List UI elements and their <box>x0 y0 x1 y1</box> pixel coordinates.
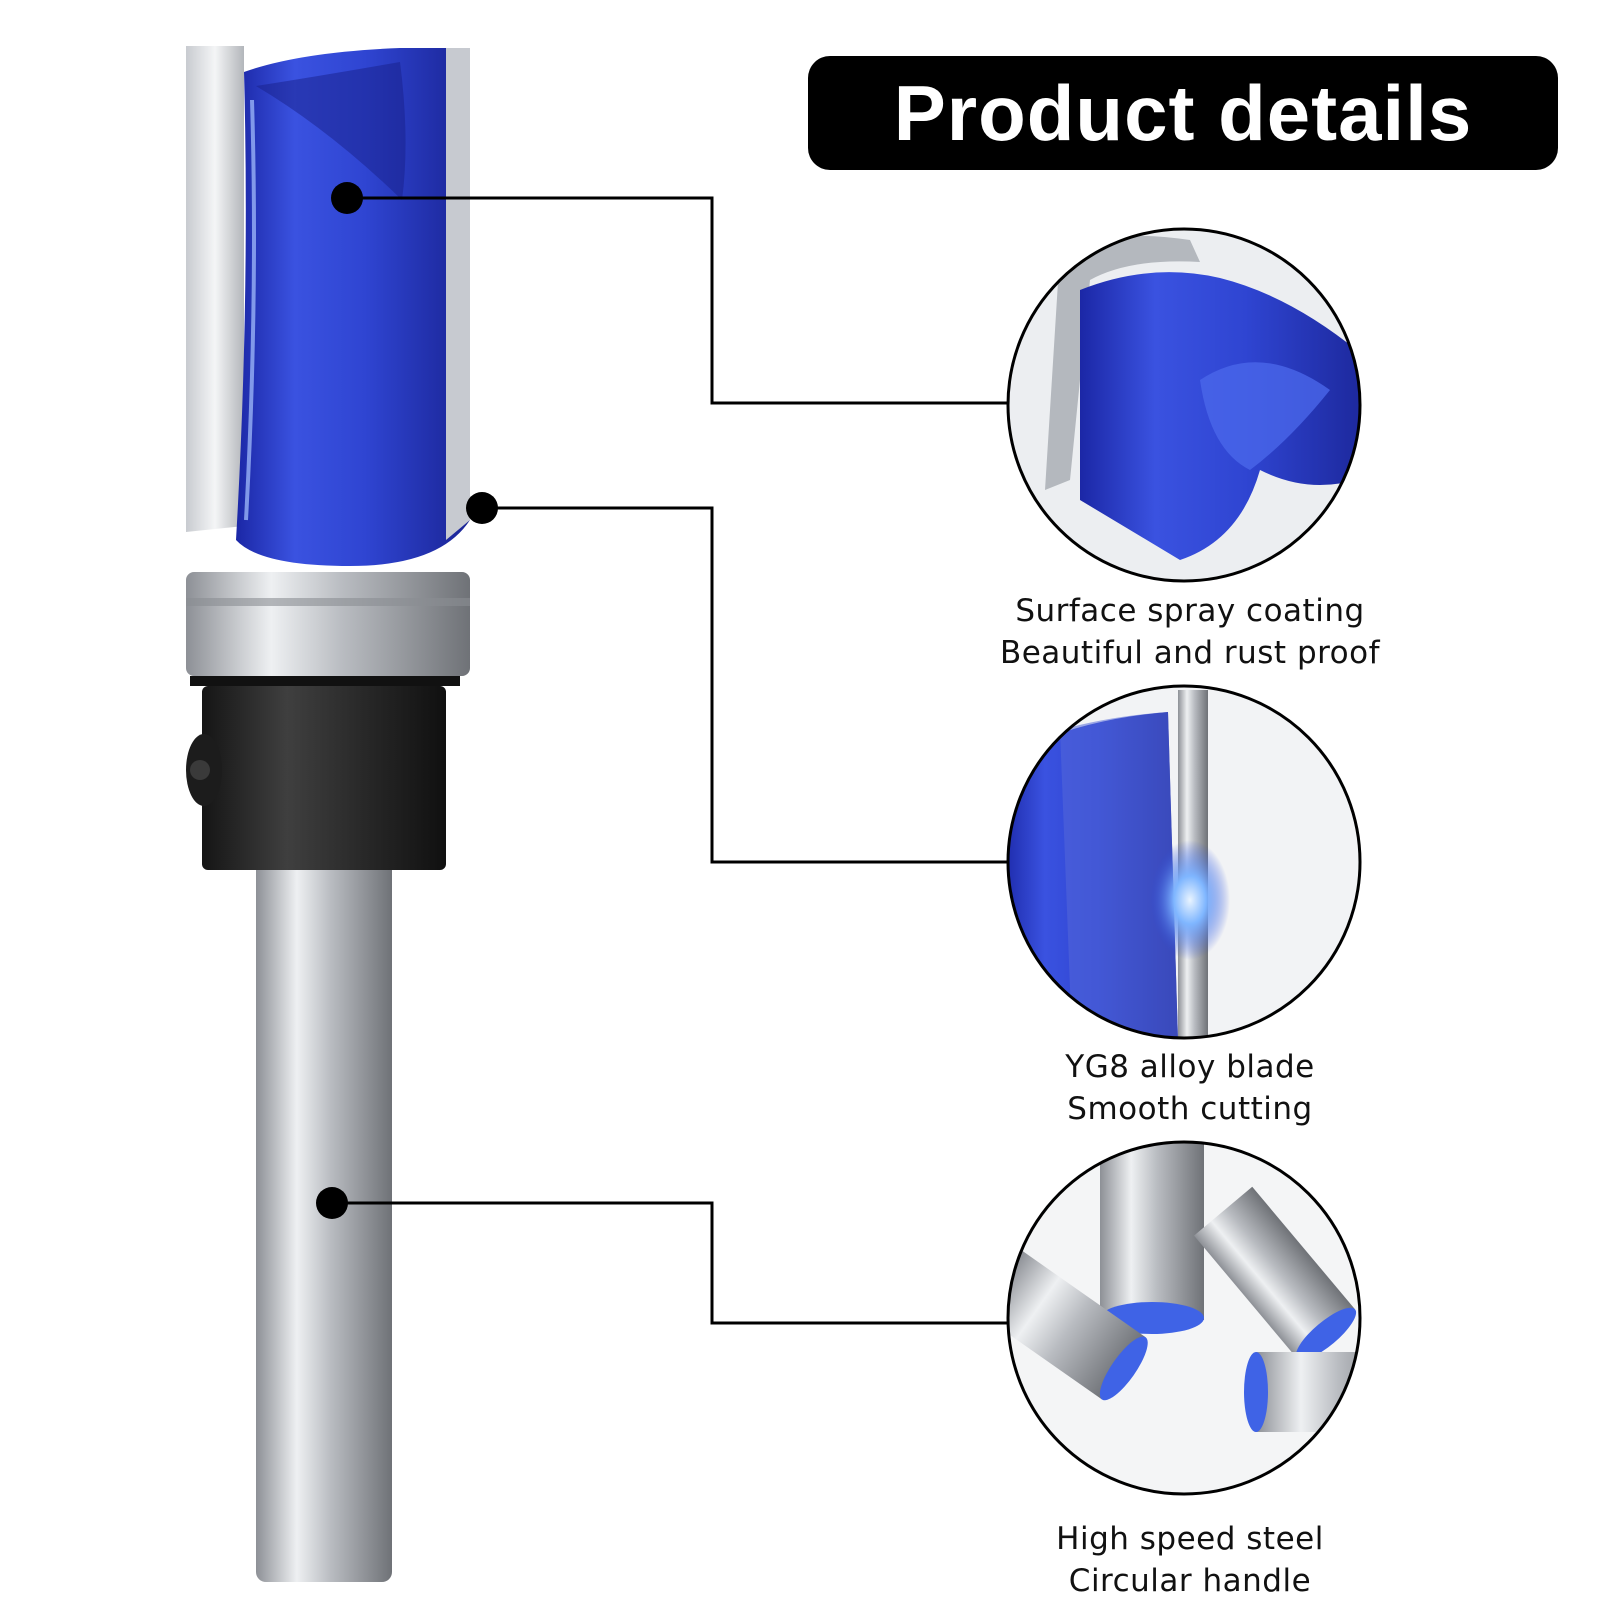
shank <box>256 860 392 1582</box>
leader-line-coating <box>347 196 1008 405</box>
page-title: Product details <box>893 68 1473 157</box>
detail-circle-shank <box>1006 1140 1362 1496</box>
router-bit <box>186 46 470 1582</box>
bearing <box>186 572 470 676</box>
collar <box>202 686 446 870</box>
leader-line-shank <box>332 1201 1008 1325</box>
cutter-head <box>186 46 470 566</box>
callout-dot-coating <box>331 182 363 214</box>
caption-shank: High speed steel Circular handle <box>960 1518 1420 1602</box>
caption-blade-line2: Smooth cutting <box>1067 1091 1313 1127</box>
caption-shank-line1: High speed steel <box>1056 1521 1324 1557</box>
detail-circle-blade <box>1006 684 1362 1040</box>
caption-coating-line1: Surface spray coating <box>1015 593 1365 629</box>
caption-shank-line2: Circular handle <box>1068 1563 1312 1599</box>
caption-blade-line1: YG8 alloy blade <box>1065 1049 1315 1085</box>
caption-blade: YG8 alloy blade Smooth cutting <box>960 1046 1420 1130</box>
caption-coating: Surface spray coating Beautiful and rust… <box>960 590 1420 674</box>
caption-coating-line2: Beautiful and rust proof <box>999 635 1381 671</box>
leader-line-blade <box>482 506 1008 864</box>
detail-circle-coating <box>1006 227 1362 583</box>
callout-lines <box>332 196 1008 1325</box>
title-banner: Product details <box>808 56 1558 170</box>
callout-dot-shank <box>316 1187 348 1219</box>
callout-dot-blade <box>466 492 498 524</box>
